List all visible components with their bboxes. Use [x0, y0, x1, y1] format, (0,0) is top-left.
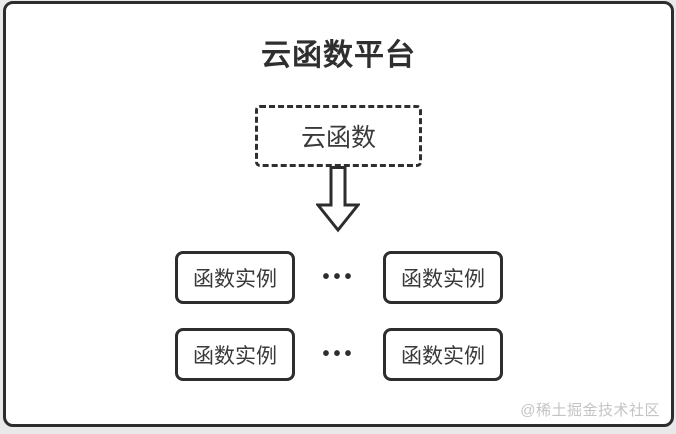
- function-instance-node: 函数实例: [383, 251, 503, 304]
- cloud-function-node: 云函数: [255, 105, 422, 167]
- function-instance-label: 函数实例: [401, 344, 485, 368]
- diagram-title: 云函数平台: [261, 39, 416, 72]
- function-instance-node: 函数实例: [175, 328, 295, 381]
- function-instance-label: 函数实例: [193, 344, 277, 368]
- cloud-function-label: 云函数: [300, 124, 376, 152]
- down-arrow-icon: [314, 166, 362, 233]
- ellipsis: •••: [322, 343, 356, 365]
- function-instance-node: 函数实例: [383, 328, 503, 381]
- function-instance-label: 函数实例: [401, 267, 485, 291]
- function-instance-label: 函数实例: [193, 267, 277, 291]
- watermark: @稀土掘金技术社区: [520, 402, 660, 419]
- function-instance-node: 函数实例: [175, 251, 295, 304]
- ellipsis: •••: [322, 266, 356, 288]
- diagram-panel: 云函数平台 云函数 函数实例 ••• 函数实例 函数实例 ••• 函数实例 @稀…: [3, 1, 674, 427]
